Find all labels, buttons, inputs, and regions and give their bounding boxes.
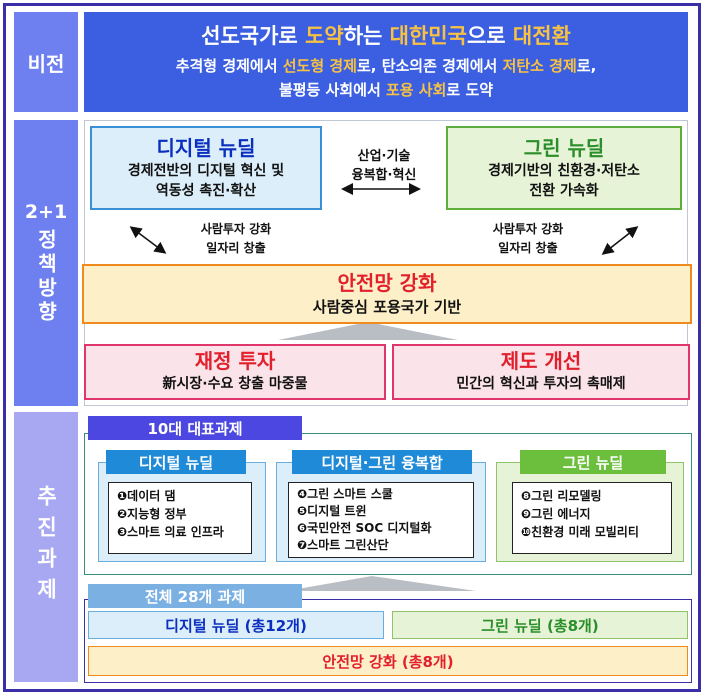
right-people-line2: 일자리 창출 [498, 241, 558, 255]
vision-title-highlight: 도약 [305, 24, 344, 48]
diagram-frame: 비전 선도국가로 도약하는 대한민국으로 대전환 추격형 경제에서 선도형 경제… [3, 3, 701, 692]
left-people-line1: 사람투자 강화 [200, 222, 272, 236]
task-group-digital-title-bar: 디지털 뉴딜 [106, 450, 246, 474]
list-item: ❶데이터 댐 [117, 489, 176, 503]
list-item: ❸스마트 의료 인프라 [117, 525, 224, 539]
task-group-green-title-bar: 그린 뉴딜 [520, 450, 666, 474]
left-diagonal-arrow [129, 226, 167, 254]
task-group-green-title: 그린 뉴딜 [562, 453, 624, 472]
ten-tasks-title: 10대 대표과제 [147, 419, 243, 438]
vision-title-part: 으로 [466, 24, 513, 48]
upward-triangle-arrow [278, 322, 458, 340]
list-item: ❽그린 리모델링 [521, 489, 602, 503]
digital-newdeal-title: 디지털 뉴딜 [156, 136, 256, 160]
left-people-line2: 일자리 창출 [206, 241, 266, 255]
digital-newdeal-line2: 역동성 촉진·확산 [155, 183, 257, 199]
tasks-label: 추진과제 [34, 485, 58, 609]
vision-line-part: 불평등 사회에서 [278, 81, 386, 99]
list-item: ❺디지털 트윈 [297, 504, 367, 518]
task-list-digital: ❶데이터 댐 ❷지능형 정부 ❸스마트 의료 인프라 [108, 482, 252, 554]
convergence-line2: 융복합·혁신 [351, 168, 417, 183]
institution-reform-subtitle: 민간의 혁신과 투자의 촉매제 [456, 376, 626, 392]
vision-label-box: 비전 [14, 12, 78, 112]
vision-line-highlight: 포용 사회 [385, 81, 447, 99]
right-diagonal-arrow [601, 226, 639, 255]
vision-title-highlight: 대전환 [512, 24, 571, 48]
policy-arrows [129, 183, 639, 591]
right-people-line1: 사람투자 강화 [492, 222, 564, 236]
digital-newdeal-line1: 경제전반의 디지털 혁신 및 [127, 163, 285, 179]
task-group-digital-title: 디지털 뉴딜 [138, 453, 214, 472]
task-list-convergence: ❹그린 스마트 스쿨 ❺디지털 트윈 ❻국민안전 SOC 디지털화 ❼스마트 그… [288, 482, 474, 558]
green-newdeal-line1: 경제기반의 친환경·저탄소 [488, 163, 640, 179]
ten-tasks-title-bar: 10대 대표과제 [88, 416, 302, 440]
task-group-convergence-title-bar: 디지털·그린 융복합 [292, 450, 472, 474]
safety-net-subtitle: 사람중심 포용국가 기반 [312, 298, 462, 316]
total-tasks-title: 전체 28개 과제 [144, 587, 246, 606]
institution-reform-box: 제도 개선 민간의 혁신과 투자의 촉매제 [392, 344, 690, 400]
finance-investment-title: 재정 투자 [194, 349, 276, 373]
vision-line-highlight: 저탄소 경제 [502, 57, 577, 75]
left-people-note: 사람투자 강화 일자리 창출 [176, 218, 296, 260]
digital-newdeal-box: 디지털 뉴딜 경제전반의 디지털 혁신 및 역동성 촉진·확산 [90, 126, 322, 210]
tasks-triangle-arrow [286, 576, 476, 591]
policy-label-top: 2+1 [24, 201, 68, 223]
list-item: ❹그린 스마트 스쿨 [297, 487, 393, 501]
convergence-note: 산업·기술 융복합·혁신 [326, 134, 442, 198]
list-item: ❻국민안전 SOC 디지털화 [297, 521, 432, 535]
vision-line-part: 로 도약 [446, 81, 494, 99]
policy-label-bottom: 정책방향 [34, 229, 58, 325]
total-digital-box: 디지털 뉴딜 (총12개) [88, 611, 384, 639]
list-item: ❾그린 에너지 [521, 507, 591, 521]
total-tasks-title-bar: 전체 28개 과제 [88, 584, 302, 608]
green-newdeal-line2: 전환 가속화 [529, 183, 599, 199]
vision-line-part: 로, [576, 57, 597, 75]
tasks-label-box: 추진과제 [14, 412, 78, 682]
vision-title-highlight: 대한민국 [389, 24, 467, 48]
vision-line-part: 로, 탄소의존 경제에서 [356, 57, 503, 75]
list-item: ❷지능형 정부 [117, 507, 187, 521]
vision-line-3: 불평등 사회에서 포용 사회로 도약 [279, 78, 493, 102]
vision-line-highlight: 선도형 경제 [282, 57, 357, 75]
institution-reform-title: 제도 개선 [500, 349, 582, 373]
total-green-box: 그린 뉴딜 (총8개) [392, 611, 688, 639]
policy-label-box: 2+1 정책방향 [14, 120, 78, 406]
total-digital-label: 디지털 뉴딜 (총12개) [165, 616, 307, 635]
finance-investment-box: 재정 투자 新시장·수요 창출 마중물 [84, 344, 386, 400]
vision-line-2: 추격형 경제에서 선도형 경제로, 탄소의존 경제에서 저탄소 경제로, [176, 54, 597, 78]
list-item: ❼스마트 그린산단 [297, 538, 389, 552]
safety-net-title: 안전망 강화 [337, 271, 437, 295]
convergence-line1: 산업·기술 [357, 149, 411, 164]
vision-line-part: 추격형 경제에서 [175, 57, 283, 75]
safety-net-box: 안전망 강화 사람중심 포용국가 기반 [82, 264, 692, 324]
vision-box: 선도국가로 도약하는 대한민국으로 대전환 추격형 경제에서 선도형 경제로, … [84, 12, 688, 112]
task-list-green: ❽그린 리모델링 ❾그린 에너지 ❿친환경 미래 모빌리티 [512, 482, 672, 554]
total-green-label: 그린 뉴딜 (총8개) [481, 616, 599, 635]
vision-title-part: 선도국가로 [201, 24, 306, 48]
vision-title-part: 하는 [343, 24, 390, 48]
right-people-note: 사람투자 강화 일자리 창출 [468, 218, 588, 260]
finance-investment-subtitle: 新시장·수요 창출 마중물 [162, 376, 308, 392]
total-safety-box: 안전망 강화 (총8개) [88, 646, 688, 676]
vision-title: 선도국가로 도약하는 대한민국으로 대전환 [201, 22, 571, 50]
green-newdeal-box: 그린 뉴딜 경제기반의 친환경·저탄소 전환 가속화 [446, 126, 682, 210]
vision-label: 비전 [27, 51, 65, 76]
task-group-convergence-title: 디지털·그린 융복합 [321, 453, 443, 472]
total-safety-label: 안전망 강화 (총8개) [322, 652, 454, 671]
list-item: ❿친환경 미래 모빌리티 [521, 525, 639, 539]
green-newdeal-title: 그린 뉴딜 [523, 136, 605, 160]
